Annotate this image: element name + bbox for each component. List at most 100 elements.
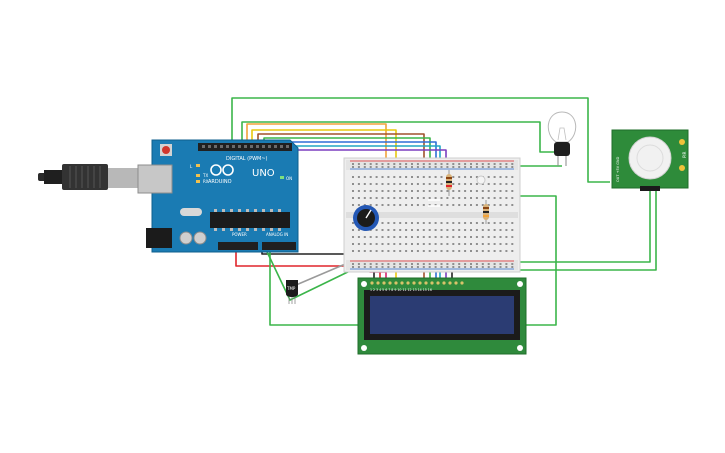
breadboard-hole[interactable] <box>357 176 360 178</box>
breadboard-hole[interactable] <box>511 266 514 268</box>
breadboard-hole[interactable] <box>511 243 514 245</box>
wire-green-right[interactable] <box>516 195 557 326</box>
breadboard-hole[interactable] <box>505 222 508 224</box>
breadboard-hole[interactable] <box>357 190 360 192</box>
breadboard-hole[interactable] <box>369 190 372 192</box>
breadboard-hole[interactable] <box>387 266 390 268</box>
breadboard-hole[interactable] <box>375 197 378 199</box>
breadboard-hole[interactable] <box>446 166 449 168</box>
resistor-1[interactable] <box>446 170 452 196</box>
breadboard-hole[interactable] <box>487 263 490 265</box>
breadboard-hole[interactable] <box>493 222 496 224</box>
breadboard-hole[interactable] <box>422 263 425 265</box>
breadboard-hole[interactable] <box>428 236 431 238</box>
breadboard-hole[interactable] <box>487 176 490 178</box>
breadboard-hole[interactable] <box>393 197 396 199</box>
breadboard-hole[interactable] <box>405 229 408 231</box>
breadboard-hole[interactable] <box>499 197 502 199</box>
breadboard-hole[interactable] <box>428 197 431 199</box>
breadboard-hole[interactable] <box>446 190 449 192</box>
breadboard-hole[interactable] <box>387 243 390 245</box>
breadboard-hole[interactable] <box>470 176 472 178</box>
breadboard-hole[interactable] <box>381 236 384 238</box>
breadboard-hole[interactable] <box>352 222 354 224</box>
breadboard-hole[interactable] <box>393 163 396 165</box>
breadboard-hole[interactable] <box>499 190 502 192</box>
breadboard-hole[interactable] <box>452 176 455 178</box>
breadboard-hole[interactable] <box>375 183 378 185</box>
breadboard-hole[interactable] <box>375 243 378 245</box>
breadboard-hole[interactable] <box>440 190 443 192</box>
breadboard-hole[interactable] <box>458 229 461 231</box>
lcd-pin[interactable] <box>460 281 464 285</box>
breadboard-hole[interactable] <box>499 263 502 265</box>
breadboard-hole[interactable] <box>405 250 408 252</box>
breadboard-hole[interactable] <box>487 197 490 199</box>
breadboard-hole[interactable] <box>475 166 478 168</box>
breadboard-hole[interactable] <box>393 190 396 192</box>
breadboard-hole[interactable] <box>470 222 472 224</box>
breadboard-hole[interactable] <box>422 229 425 231</box>
breadboard-hole[interactable] <box>363 250 366 252</box>
breadboard-hole[interactable] <box>399 243 402 245</box>
breadboard-hole[interactable] <box>434 266 437 268</box>
breadboard-hole[interactable] <box>464 250 467 252</box>
breadboard-hole[interactable] <box>487 163 490 165</box>
breadboard-hole[interactable] <box>405 204 408 206</box>
breadboard-hole[interactable] <box>452 163 455 165</box>
breadboard-hole[interactable] <box>464 190 467 192</box>
breadboard-hole[interactable] <box>464 166 467 168</box>
breadboard-hole[interactable] <box>458 166 461 168</box>
breadboard-hole[interactable] <box>434 236 437 238</box>
breadboard-hole[interactable] <box>475 266 478 268</box>
breadboard-hole[interactable] <box>428 222 431 224</box>
breadboard-hole[interactable] <box>446 236 449 238</box>
breadboard-hole[interactable] <box>470 263 472 265</box>
breadboard-hole[interactable] <box>399 250 402 252</box>
breadboard-hole[interactable] <box>369 197 372 199</box>
breadboard-hole[interactable] <box>505 250 508 252</box>
breadboard-hole[interactable] <box>487 229 490 231</box>
breadboard-hole[interactable] <box>422 222 425 224</box>
breadboard-hole[interactable] <box>499 166 502 168</box>
breadboard-hole[interactable] <box>411 183 413 185</box>
breadboard-hole[interactable] <box>405 176 408 178</box>
breadboard-hole[interactable] <box>428 183 431 185</box>
breadboard-hole[interactable] <box>381 243 384 245</box>
breadboard-hole[interactable] <box>487 166 490 168</box>
breadboard-hole[interactable] <box>416 263 419 265</box>
breadboard-hole[interactable] <box>411 236 413 238</box>
breadboard-hole[interactable] <box>357 197 360 199</box>
breadboard-hole[interactable] <box>416 197 419 199</box>
breadboard-hole[interactable] <box>363 197 366 199</box>
breadboard-hole[interactable] <box>511 250 514 252</box>
breadboard-hole[interactable] <box>393 229 396 231</box>
breadboard-hole[interactable] <box>369 236 372 238</box>
wire-green-top[interactable] <box>231 97 610 183</box>
breadboard-hole[interactable] <box>458 197 461 199</box>
breadboard-hole[interactable] <box>452 197 455 199</box>
breadboard-hole[interactable] <box>352 229 354 231</box>
breadboard-hole[interactable] <box>481 197 484 199</box>
breadboard-hole[interactable] <box>452 266 455 268</box>
breadboard-hole[interactable] <box>357 204 360 206</box>
breadboard-hole[interactable] <box>487 250 490 252</box>
breadboard-hole[interactable] <box>452 190 455 192</box>
breadboard-hole[interactable] <box>470 236 472 238</box>
breadboard-hole[interactable] <box>440 222 443 224</box>
breadboard-hole[interactable] <box>352 204 354 206</box>
breadboard-hole[interactable] <box>511 204 514 206</box>
breadboard-hole[interactable] <box>440 163 443 165</box>
breadboard-hole[interactable] <box>352 263 354 265</box>
breadboard-hole[interactable] <box>375 236 378 238</box>
breadboard-hole[interactable] <box>352 183 354 185</box>
breadboard-hole[interactable] <box>428 176 431 178</box>
breadboard-hole[interactable] <box>411 229 413 231</box>
breadboard-hole[interactable] <box>352 197 354 199</box>
breadboard-hole[interactable] <box>458 163 461 165</box>
breadboard-hole[interactable] <box>393 250 396 252</box>
breadboard-hole[interactable] <box>411 222 413 224</box>
breadboard-hole[interactable] <box>475 236 478 238</box>
breadboard-hole[interactable] <box>493 190 496 192</box>
breadboard-hole[interactable] <box>422 204 425 206</box>
